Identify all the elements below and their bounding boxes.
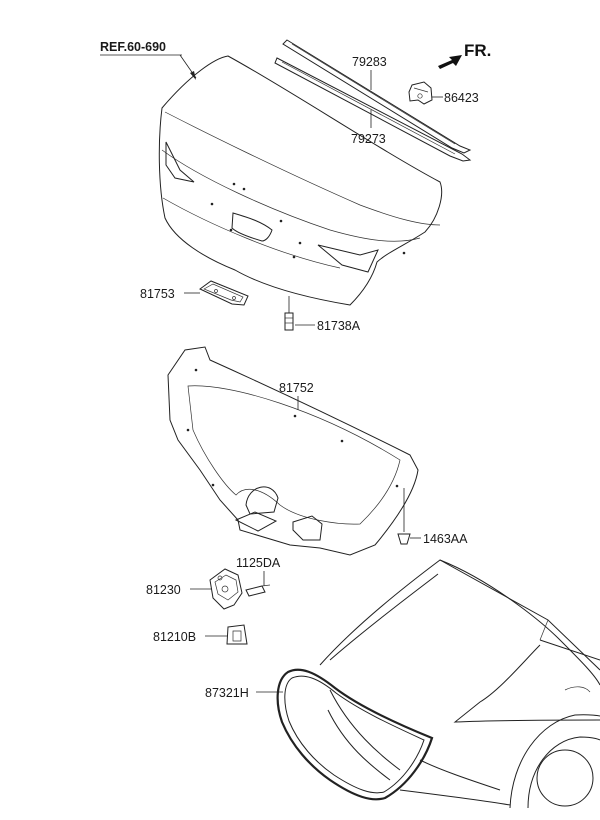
part-label-81752: 81752 <box>279 381 314 395</box>
part-label-79283: 79283 <box>352 55 387 69</box>
part-label-1125DA: 1125DA <box>236 556 281 570</box>
callout-81753: 81753 <box>140 287 200 301</box>
part-label-79273: 79273 <box>351 132 386 146</box>
upper-rail-strip <box>282 39 472 154</box>
callout-87321H: 87321H <box>205 686 283 700</box>
hinge-clip-part <box>408 81 433 105</box>
callout-79283: 79283 <box>352 55 387 90</box>
callout-1463AA: 1463AA <box>410 532 468 546</box>
forward-direction-indicator: FR. <box>438 41 491 69</box>
latch-striker-part <box>226 624 248 645</box>
vehicle-rear-body <box>319 559 600 809</box>
latch-bolt-part <box>245 571 271 597</box>
callout-1125DA: 1125DA <box>236 556 281 570</box>
part-label-1463AA: 1463AA <box>423 532 468 546</box>
trunk-weatherstrip-seal <box>276 668 434 801</box>
callout-81752: 81752 <box>279 381 314 410</box>
reference-label: REF.60-690 <box>100 40 166 54</box>
part-label-81753: 81753 <box>140 287 175 301</box>
trim-clip-part <box>397 488 411 545</box>
part-label-81738A: 81738A <box>317 319 361 333</box>
callout-79273: 79273 <box>351 110 386 146</box>
forward-arrow-icon <box>438 55 462 69</box>
callout-81230: 81230 <box>146 583 212 597</box>
trunk-lid-panel <box>158 55 443 306</box>
callout-86423: 86423 <box>432 91 479 105</box>
lid-bumper-part <box>284 296 294 331</box>
callout-81738A: 81738A <box>295 319 361 333</box>
direction-label: FR. <box>464 41 491 60</box>
lower-rail-strip <box>274 57 472 162</box>
trunk-trim-panel <box>167 346 419 556</box>
callout-81210B: 81210B <box>153 630 227 644</box>
part-label-81230: 81230 <box>146 583 181 597</box>
part-label-81210B: 81210B <box>153 630 196 644</box>
part-label-87321H: 87321H <box>205 686 249 700</box>
trunk-latch-part <box>209 568 243 610</box>
part-label-86423: 86423 <box>444 91 479 105</box>
license-garnish-part <box>199 280 249 306</box>
reference-callout: REF.60-690 <box>100 40 197 80</box>
